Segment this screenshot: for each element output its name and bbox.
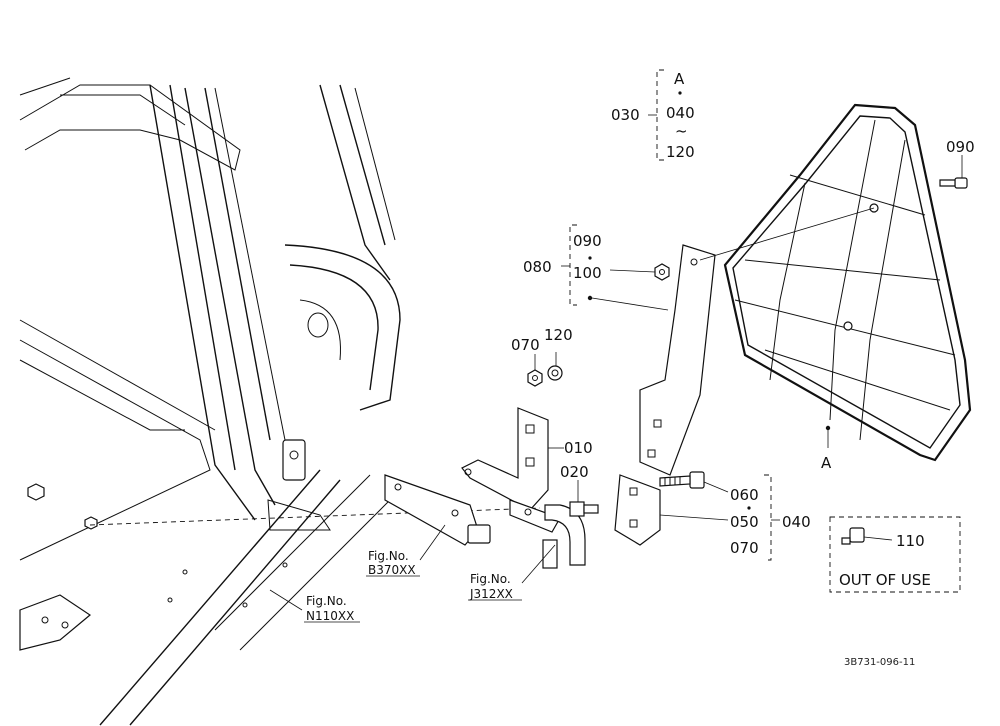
leader-lines <box>269 155 963 611</box>
callout-060: 060 <box>730 486 759 504</box>
dot-080 <box>587 295 593 301</box>
group-bracket-030 <box>656 69 664 161</box>
screw-110 <box>841 527 865 545</box>
bracket-b370xx <box>384 474 491 546</box>
callout-070-bottom: 070 <box>730 539 759 557</box>
callout-030-120: 120 <box>666 143 695 161</box>
ref-b370xx-code: B370XX <box>368 563 416 577</box>
washer-120 <box>547 365 563 381</box>
mirror-frame-a <box>723 103 972 462</box>
dot-030 <box>678 91 682 95</box>
screw-090 <box>939 177 968 189</box>
ref-j312xx-code: J312XX <box>469 587 513 601</box>
callout-120: 120 <box>544 326 573 344</box>
out-of-use-label: OUT OF USE <box>839 571 931 589</box>
ref-j312xx-label: Fig.No. <box>470 572 511 586</box>
callout-030: 030 <box>611 106 640 124</box>
callout-040: 040 <box>782 513 811 531</box>
bracket-010 <box>461 407 561 533</box>
bolt-060 <box>659 471 705 489</box>
group-bracket-040 <box>764 474 772 561</box>
ref-n110xx-label: Fig.No. <box>306 594 347 608</box>
nut-070 <box>527 369 543 387</box>
group-bracket-080 <box>569 224 577 306</box>
dot-040-sep <box>747 506 751 510</box>
callout-080-090: 090 <box>573 232 602 250</box>
ref-b370xx-label: Fig.No. <box>368 549 409 563</box>
bolt-020 <box>569 501 599 517</box>
callout-070-top: 070 <box>511 336 540 354</box>
callout-030-a: A <box>674 70 685 88</box>
callout-050: 050 <box>730 513 759 531</box>
callout-090-top: 090 <box>946 138 975 156</box>
dot-080-sep <box>588 256 592 260</box>
out-of-use-box <box>829 516 961 593</box>
nut-100 <box>654 263 670 281</box>
callout-110: 110 <box>896 532 925 550</box>
dot-a <box>825 425 831 431</box>
clamp-050 <box>614 474 661 546</box>
callout-080-100: 100 <box>573 264 602 282</box>
callout-030-tilde: ~ <box>675 122 688 140</box>
callout-080: 080 <box>523 258 552 276</box>
callout-030-040: 040 <box>666 104 695 122</box>
bracket-080 <box>639 244 716 476</box>
callout-010: 010 <box>564 439 593 457</box>
marker-a: A <box>821 454 832 472</box>
cab-frame <box>19 77 541 726</box>
drawing-code: 3B731-096-11 <box>844 657 915 668</box>
ref-n110xx-code: N110XX <box>306 609 354 623</box>
callout-020: 020 <box>560 463 589 481</box>
